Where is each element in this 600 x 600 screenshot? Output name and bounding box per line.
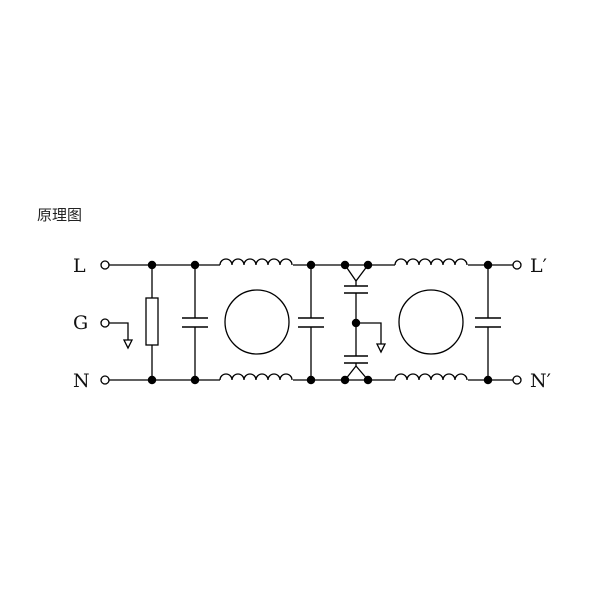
y-capacitors xyxy=(344,264,387,381)
choke-1-line-winding xyxy=(219,258,293,266)
terminal-n xyxy=(100,375,110,385)
choke-2-neutral-winding xyxy=(394,373,468,381)
common-mode-choke-1 xyxy=(219,258,293,381)
ground-symbol-icon xyxy=(375,343,387,354)
terminal-label-g: G xyxy=(73,312,88,334)
bleeder-resistor xyxy=(145,265,159,380)
diagram-caption: 原理图 xyxy=(37,206,82,224)
terminal-l xyxy=(100,260,110,270)
ground-symbol-icon xyxy=(122,339,134,350)
choke-1-core xyxy=(224,289,290,355)
x-capacitor-2 xyxy=(298,265,324,380)
terminal-g xyxy=(100,318,110,328)
terminal-n-out xyxy=(512,375,522,385)
terminal-label-l-out: L′ xyxy=(530,255,547,277)
choke-2-core xyxy=(398,289,464,355)
terminal-label-l: L xyxy=(73,255,86,277)
choke-1-neutral-winding xyxy=(219,373,293,381)
terminal-label-n-out: N′ xyxy=(530,370,551,392)
common-mode-choke-2 xyxy=(394,258,468,381)
x-capacitor-1 xyxy=(182,265,208,380)
x-capacitor-3 xyxy=(475,265,501,380)
junction-nodes xyxy=(147,260,493,385)
ground-input xyxy=(109,322,134,350)
terminal-l-out xyxy=(512,260,522,270)
choke-2-line-winding xyxy=(394,258,468,266)
terminal-label-n: N xyxy=(73,370,90,392)
